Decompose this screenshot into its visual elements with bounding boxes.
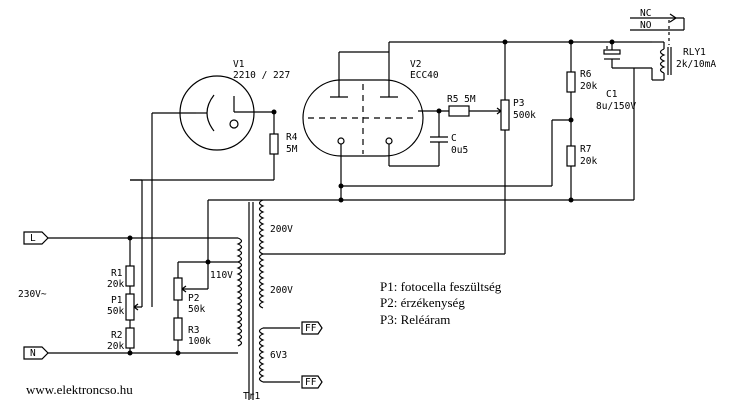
ff-terminal-1 (301, 321, 323, 335)
junction-dot (338, 197, 344, 203)
tr1-label: Tr1 (243, 391, 260, 402)
p3-value-label: 500k (513, 110, 536, 121)
nc-label: NC (640, 8, 651, 19)
r6-r7-divider (340, 42, 576, 200)
r6-label: R6 (580, 69, 592, 80)
ff-terminal-2 (301, 375, 323, 389)
junction-dot (205, 259, 211, 265)
ff-label-1: FF (305, 323, 317, 334)
c-label: C (451, 133, 457, 144)
v1-type-label: 2210 / 227 (233, 70, 290, 81)
r4-label: R4 (286, 132, 298, 143)
r7-label: R7 (580, 144, 591, 155)
relay-contacts (630, 13, 685, 31)
tr1-transformer (236, 199, 506, 400)
junction-dot (609, 39, 615, 45)
tap-110v-label: 110V (210, 270, 233, 281)
v2-name-label: V2 (410, 59, 421, 70)
legend-p2: P2: érzékenység (380, 295, 465, 310)
c1-value-label: 8u/150V (596, 101, 636, 112)
v2-type-label: ECC40 (410, 70, 439, 81)
r1-value-label: 20k (107, 279, 124, 290)
r5-resistor (448, 105, 497, 117)
r1-label: R1 (111, 268, 123, 279)
c1-label: C1 (606, 89, 618, 100)
r6-value-label: 20k (580, 81, 597, 92)
l-terminal (23, 231, 238, 245)
rly1-value-label: 2k/10mA (676, 59, 716, 70)
junction-dot (568, 197, 574, 203)
mains-voltage-label: 230V~ (18, 289, 47, 300)
junction-dot (271, 109, 277, 115)
rly1-relay-coil (634, 20, 672, 81)
junction-dot (568, 117, 574, 123)
website-credit: www.elektroncso.hu (26, 382, 133, 397)
legend-p3: P3: Reléáram (380, 312, 450, 327)
p3-potentiometer (496, 42, 510, 250)
r4-value-label: 5M (286, 144, 298, 155)
p2-r3-chain (173, 200, 238, 353)
p2-value-label: 50k (188, 304, 205, 315)
v1-name-label: V1 (233, 59, 245, 70)
p2-label: P2 (188, 293, 199, 304)
r4-resistor (130, 112, 279, 181)
junction-dot (502, 39, 508, 45)
junction-dot (175, 350, 181, 356)
junction-dot (338, 183, 344, 189)
c1-capacitor (603, 42, 635, 200)
secondary-200v-a-label: 200V (270, 224, 293, 235)
r5-label: R5 5M (447, 94, 476, 105)
secondary-6v3-label: 6V3 (270, 350, 287, 361)
rly1-label: RLY1 (683, 47, 706, 58)
p1-label: P1 (111, 295, 123, 306)
n-terminal-label: N (30, 348, 36, 359)
p1-value-label: 50k (107, 306, 124, 317)
r3-label: R3 (188, 325, 199, 336)
r2-label: R2 (111, 330, 122, 341)
junction-dot (127, 235, 133, 241)
l-terminal-label: L (30, 233, 36, 244)
legend-p1: P1: fotocella feszültség (380, 279, 502, 294)
n-terminal (23, 346, 238, 360)
junction-dot (436, 108, 442, 114)
c-value-label: 0u5 (451, 145, 468, 156)
ff-label-2: FF (305, 377, 317, 388)
r1-p1-r2-chain (125, 179, 143, 353)
r2-value-label: 20k (107, 341, 124, 352)
junction-dot (127, 350, 133, 356)
r3-value-label: 100k (188, 336, 211, 347)
no-label: NO (640, 20, 652, 31)
secondary-200v-b-label: 200V (270, 285, 293, 296)
p3-label: P3 (513, 98, 524, 109)
v2-double-triode (302, 42, 449, 157)
c-capacitor (388, 111, 448, 167)
r7-value-label: 20k (580, 156, 597, 167)
